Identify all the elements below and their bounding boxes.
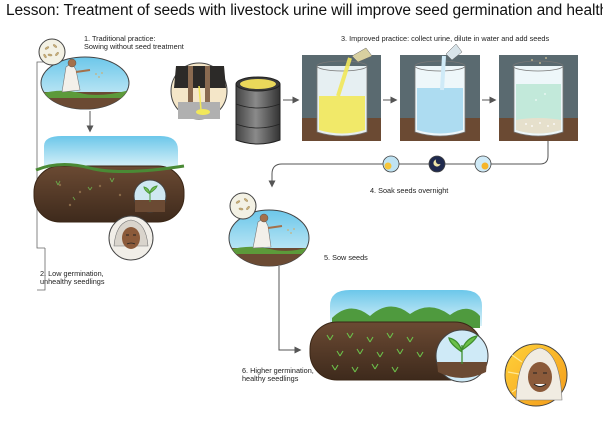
moon-night-icon bbox=[428, 155, 446, 173]
step2-line2: unhealthy seedlings bbox=[40, 277, 105, 287]
step3-number: 3. bbox=[341, 34, 348, 43]
treated-seeds-closeup-icon bbox=[229, 192, 257, 220]
step1-line1: Traditional practice: bbox=[92, 34, 156, 43]
step2-number: 2. bbox=[40, 269, 47, 278]
step5-line1: Sow seeds bbox=[332, 253, 368, 262]
farmer-woman-figure bbox=[61, 58, 91, 93]
seeds-closeup-icon bbox=[38, 38, 66, 66]
step2-label-block: 2. Low germination, unhealthy seedlings bbox=[40, 269, 105, 287]
step5-number: 5. bbox=[324, 253, 331, 262]
collection-barrel bbox=[235, 76, 281, 145]
overnight-soak-path bbox=[268, 141, 549, 188]
step4-line1: Soak seeds overnight bbox=[378, 186, 449, 195]
step1-label-block: 1. Traditional practice: Sowing without … bbox=[84, 34, 184, 52]
step6-line1: Higher germination, bbox=[250, 366, 314, 375]
step5-label-block: 5. Sow seeds bbox=[324, 253, 368, 262]
low-germination-field bbox=[33, 136, 185, 261]
step1-number: 1. bbox=[84, 34, 91, 43]
jar-panel-diluted bbox=[400, 43, 480, 141]
step6-label-block: 6. Higher germination, healthy seedlings bbox=[242, 366, 314, 384]
dawn-icon bbox=[382, 155, 400, 173]
sunrise-icon bbox=[474, 155, 492, 173]
arrow-5-to-6 bbox=[278, 266, 302, 354]
step4-number: 4. bbox=[370, 186, 377, 195]
step4-label-block: 4. Soak seeds overnight bbox=[370, 186, 449, 195]
urine-collection-scene bbox=[170, 62, 281, 145]
step1-bracket bbox=[36, 61, 46, 291]
happy-farmer-portrait bbox=[504, 343, 568, 407]
jar-panel-seeds bbox=[499, 55, 578, 141]
healthy-germination-field bbox=[309, 290, 568, 407]
step6-line2: healthy seedlings bbox=[242, 374, 299, 384]
step1-line2: Sowing without seed treatment bbox=[84, 42, 184, 52]
step3-line1: Improved practice: collect urine, dilute… bbox=[349, 34, 550, 43]
step2-line1: Low germination, bbox=[48, 269, 104, 278]
traditional-sowing-scene bbox=[38, 38, 130, 110]
step3-label-block: 3. Improved practice: collect urine, dil… bbox=[341, 34, 550, 43]
step6-number: 6. bbox=[242, 366, 249, 375]
jar-panel-urine bbox=[302, 47, 381, 141]
sow-treated-seeds-scene bbox=[228, 192, 310, 267]
lesson-title: Lesson: Treatment of seeds with livestoc… bbox=[6, 2, 603, 19]
